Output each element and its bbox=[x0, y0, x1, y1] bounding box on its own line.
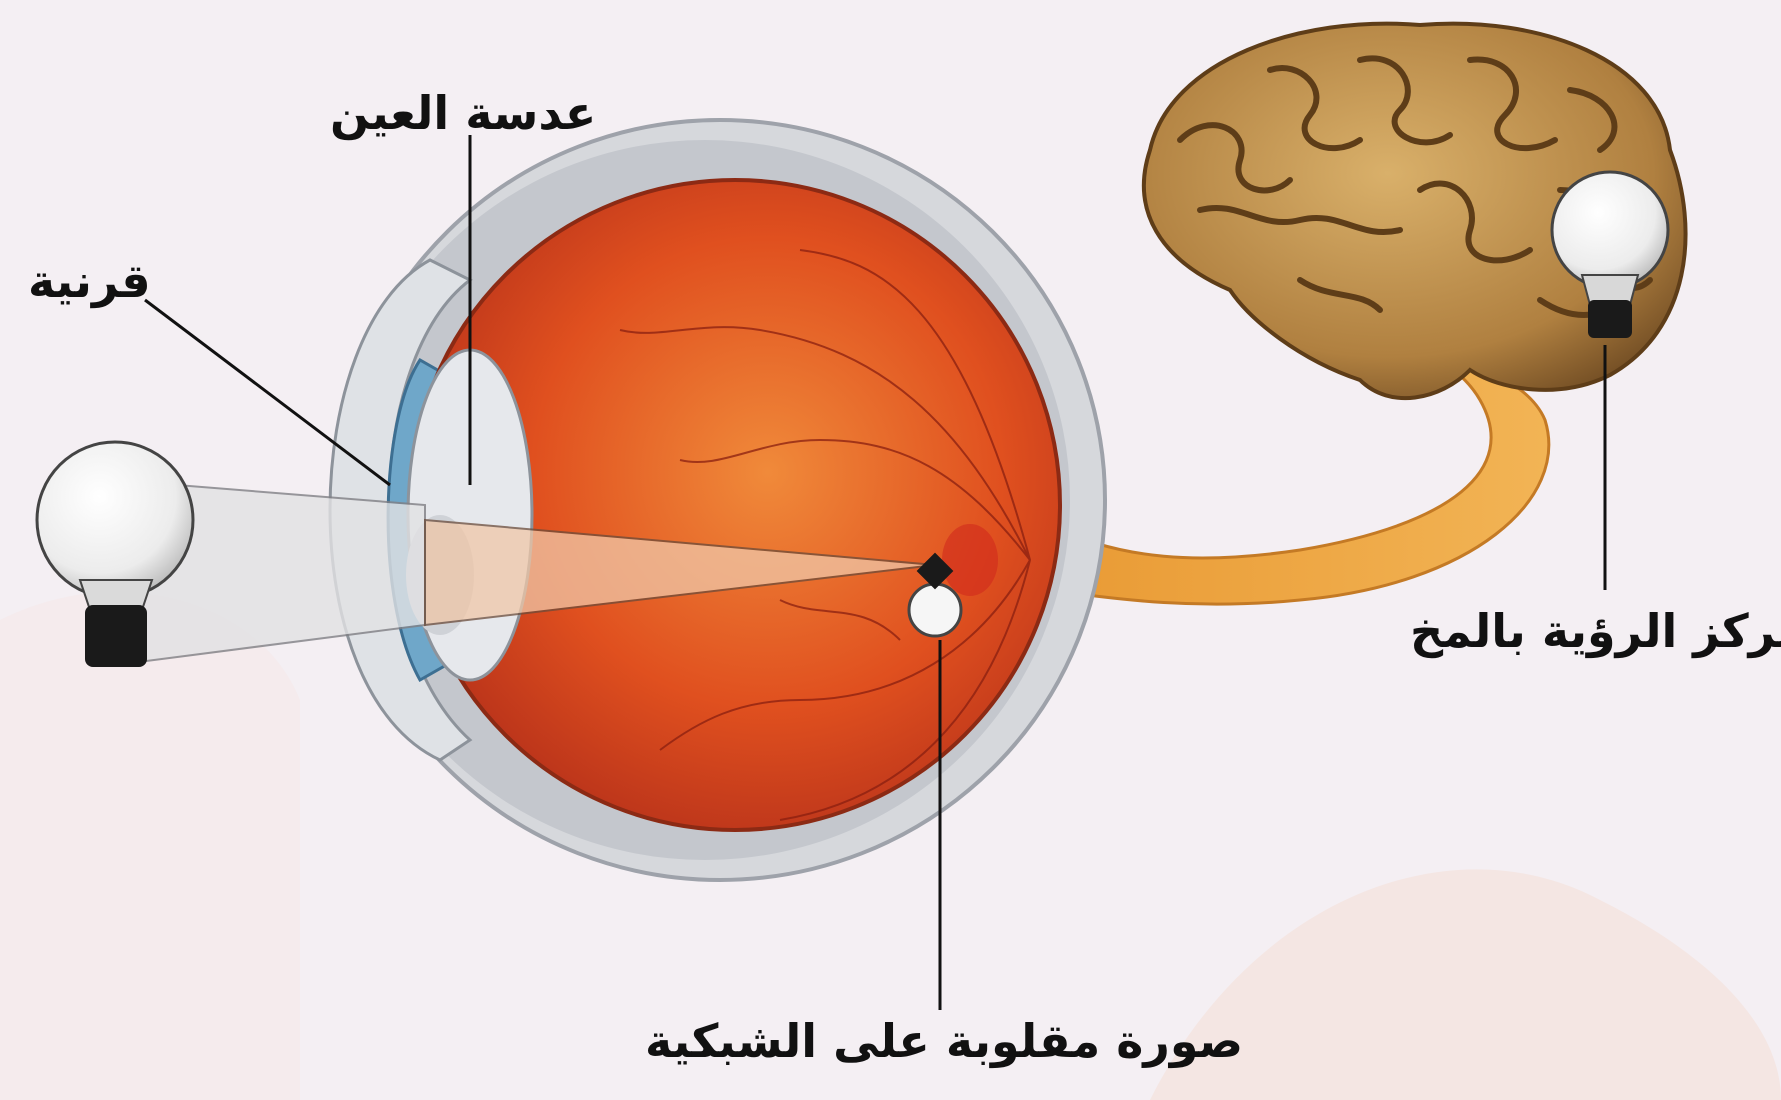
inverted-image-label: صورة مقلوبة على الشبكية bbox=[645, 1018, 1243, 1064]
cornea-label: قرنية bbox=[28, 258, 151, 304]
eye-icon bbox=[330, 120, 1105, 880]
lens-label: عدسة العين bbox=[330, 90, 596, 136]
visual-center-label: مركز الرؤية بالمخ bbox=[1410, 608, 1781, 654]
